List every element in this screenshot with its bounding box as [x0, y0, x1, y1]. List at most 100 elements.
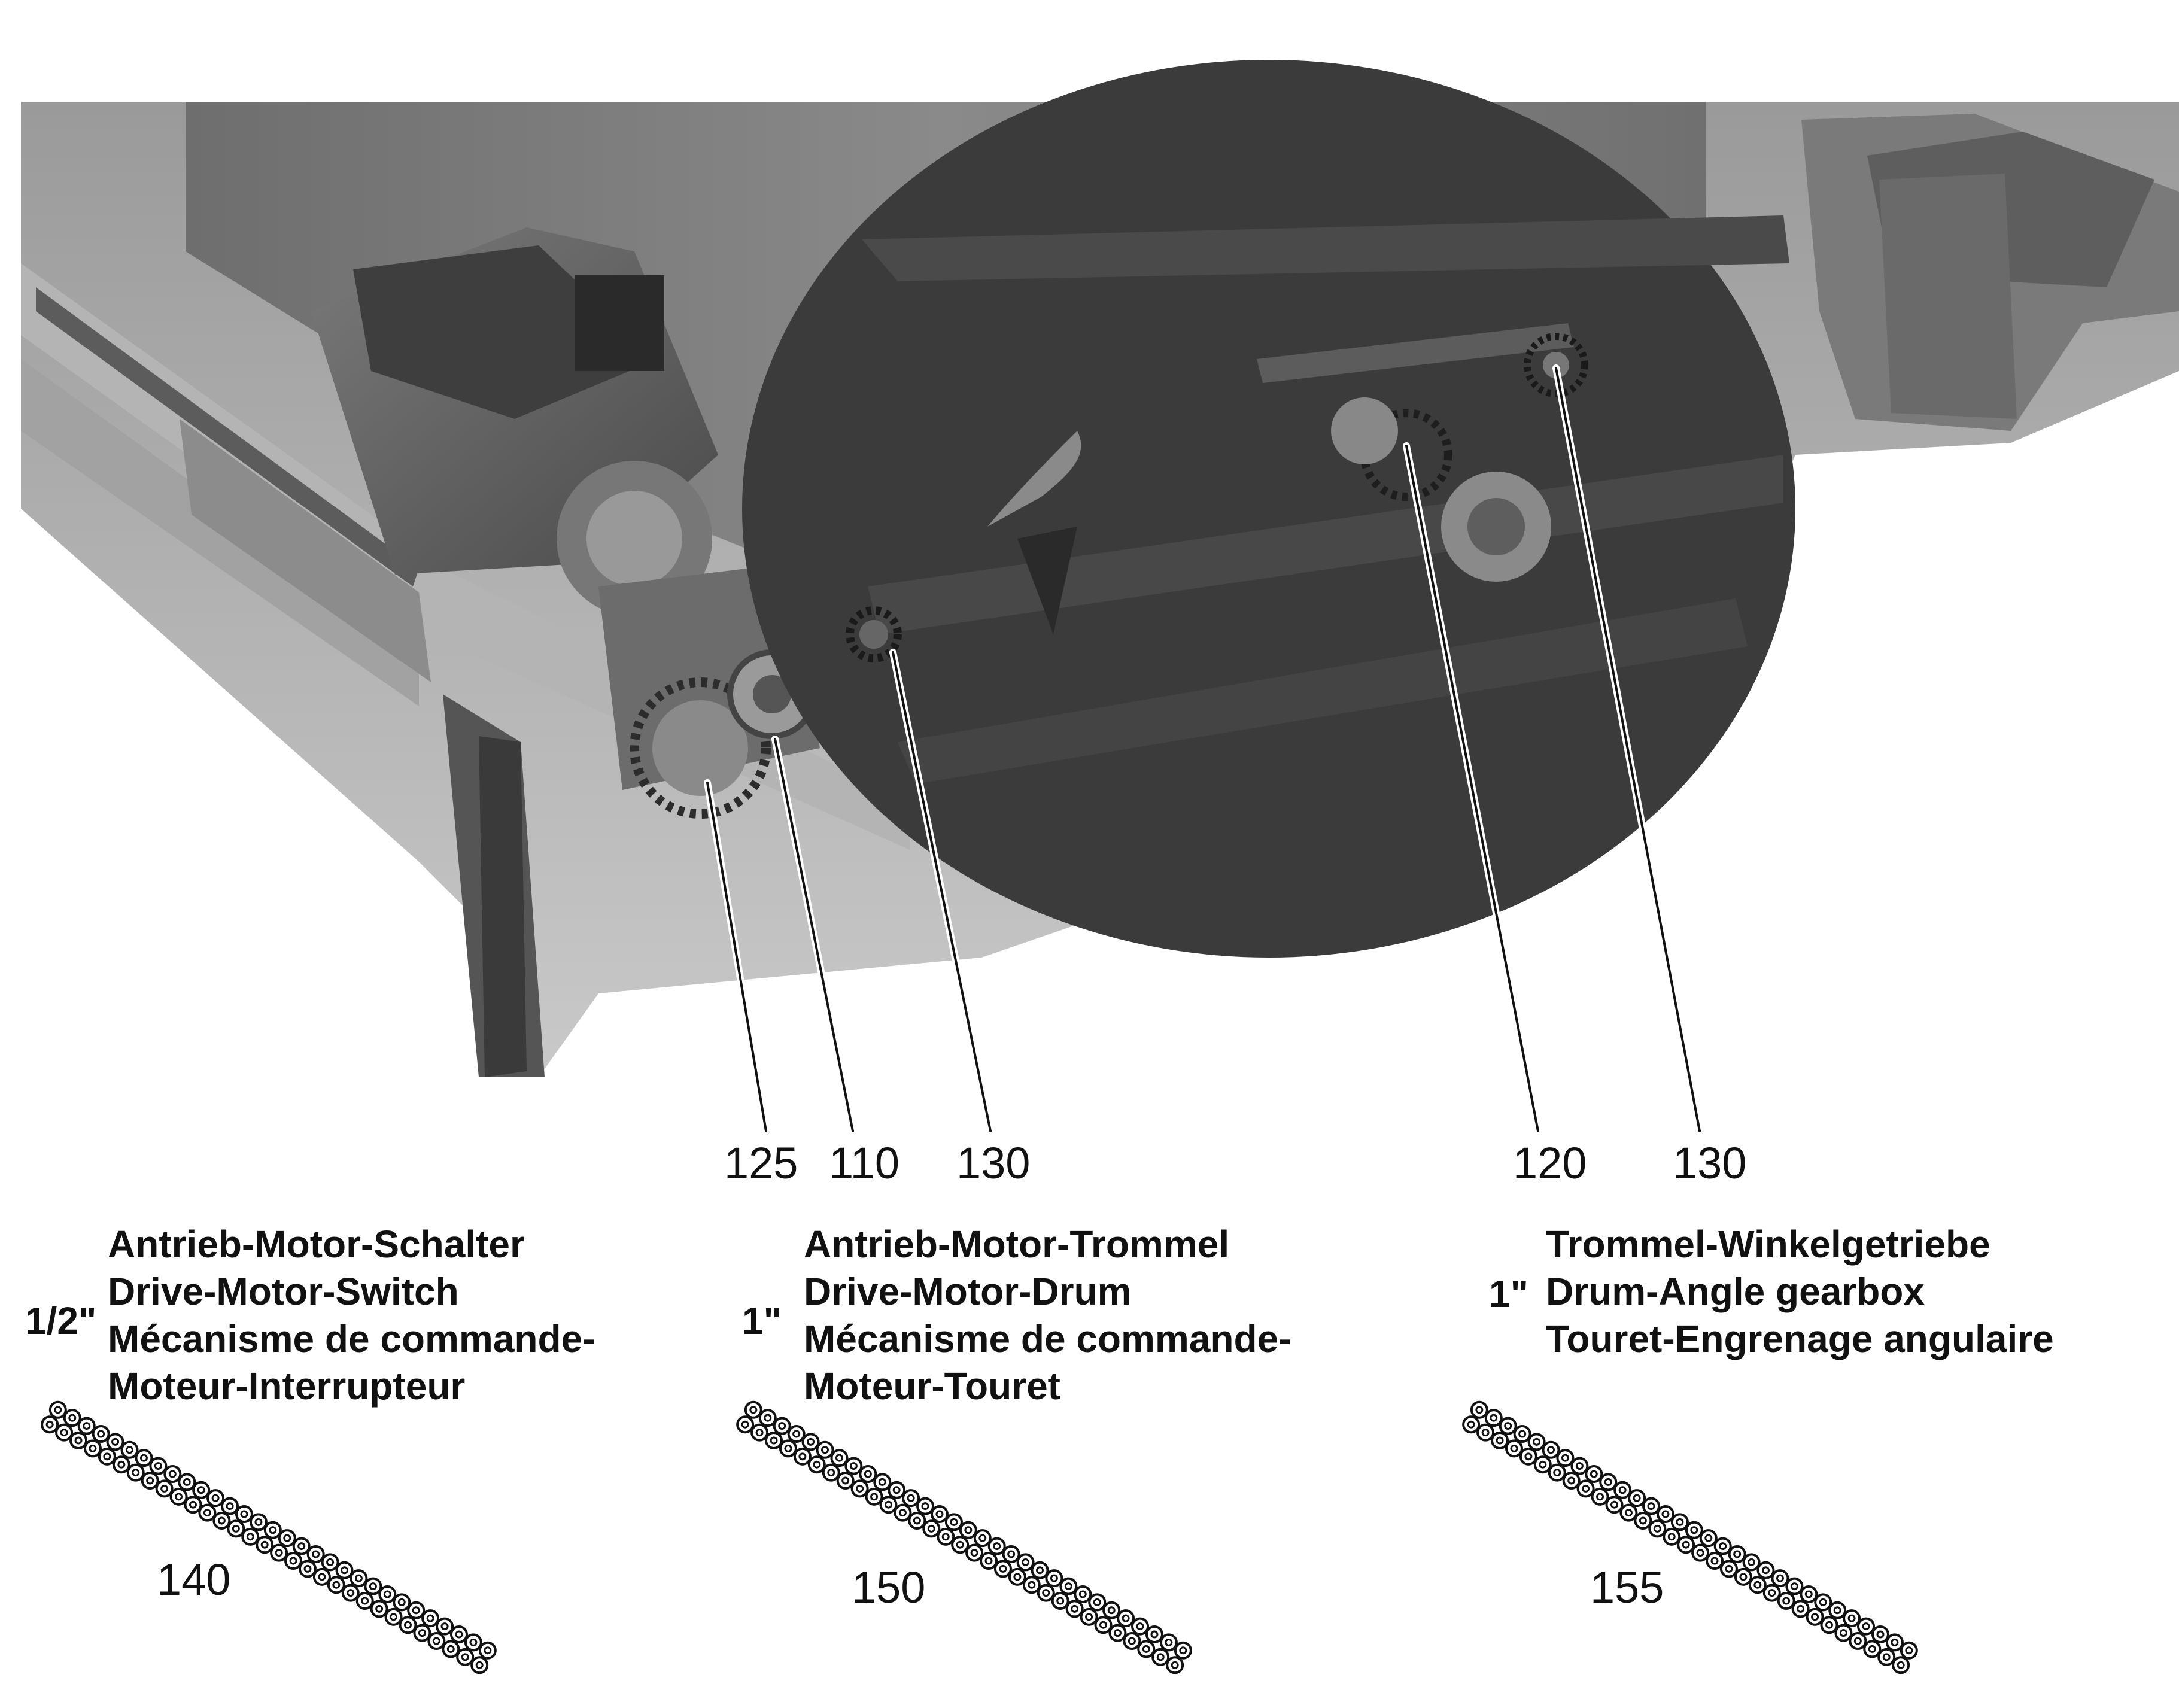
chain-pin: [132, 1469, 140, 1477]
chain-link: [77, 1417, 96, 1435]
callout-110: 110: [829, 1138, 899, 1188]
chain-pin: [1762, 1566, 1770, 1575]
chain-pin: [1748, 1558, 1756, 1566]
chain-link: [1166, 1656, 1184, 1674]
desc-line: Antrieb-Motor-Trommel: [804, 1223, 1230, 1266]
chain-link: [1843, 1609, 1861, 1628]
chain-link: [1699, 1529, 1718, 1548]
roller-chains: [41, 1400, 1918, 1674]
chain-pin: [1518, 1430, 1527, 1438]
chain-link: [135, 1449, 153, 1467]
chain-pin: [778, 1422, 786, 1430]
chain-pin: [792, 1430, 801, 1438]
chain-pin: [1078, 1590, 1087, 1598]
chain-pin: [1007, 1550, 1016, 1558]
chain-pin: [884, 1500, 892, 1509]
chain-pin: [1085, 1613, 1093, 1621]
chain-pin: [1539, 1460, 1547, 1469]
chain-description-155: Trommel-Winkelgetriebe Drum-Angle gearbo…: [1546, 1221, 2054, 1363]
chain-pin: [139, 1454, 148, 1462]
callout-125: 125: [724, 1138, 798, 1188]
chain-link: [850, 1479, 869, 1498]
chain-link: [98, 1447, 116, 1466]
chain-link: [930, 1505, 949, 1523]
chain-link: [816, 1440, 834, 1459]
chain-pin: [1575, 1462, 1584, 1470]
chain-pin: [68, 1414, 77, 1422]
chain-link: [765, 1432, 783, 1450]
chain-link: [126, 1463, 145, 1482]
chain-pin: [1596, 1493, 1604, 1501]
chain-link: [1877, 1648, 1896, 1666]
chain-pin: [807, 1437, 815, 1446]
chain-link: [1719, 1560, 1738, 1578]
chain-pin: [841, 1476, 850, 1485]
chain-pin: [397, 1598, 406, 1606]
chain-pin: [1028, 1581, 1036, 1589]
chain-link: [1542, 1440, 1560, 1459]
chain-pin: [289, 1557, 297, 1565]
chain-link: [1642, 1497, 1661, 1515]
chain-pin: [432, 1637, 440, 1645]
chain-pin: [146, 1476, 154, 1485]
chain-link: [235, 1505, 253, 1523]
chain-link: [212, 1512, 231, 1530]
chain-pin: [1013, 1573, 1022, 1581]
desc-line: Moteur-Interrupteur: [108, 1364, 466, 1408]
chain-pin: [856, 1484, 864, 1493]
chain-pin: [203, 1509, 211, 1517]
chain-pin: [798, 1452, 807, 1461]
chain-link: [312, 1567, 331, 1586]
chain-link: [370, 1600, 388, 1618]
chain-pin: [260, 1540, 269, 1549]
chain-pin: [303, 1564, 312, 1573]
chain-pin: [312, 1550, 320, 1558]
chain-link: [63, 1409, 81, 1427]
chain-link: [1814, 1593, 1832, 1612]
chain-link: [1800, 1585, 1818, 1603]
chain-pin: [97, 1430, 105, 1438]
chain-link: [1108, 1624, 1127, 1642]
chain-pin: [749, 1406, 758, 1414]
chain-pin: [1533, 1437, 1541, 1446]
chain-link: [993, 1560, 1012, 1578]
chain-link: [378, 1585, 397, 1603]
chain-link: [873, 1473, 892, 1491]
chain-pin: [741, 1420, 749, 1429]
chain-link: [1748, 1576, 1767, 1594]
desc-line: Mécanisme de commande-: [108, 1317, 595, 1360]
callout-130-left: 130: [956, 1138, 1031, 1188]
chain-pin: [1868, 1645, 1876, 1653]
chain-link: [163, 1464, 182, 1483]
chain-pin: [1128, 1637, 1136, 1645]
chain-link: [1857, 1617, 1876, 1636]
chain-link: [1513, 1424, 1531, 1443]
chain-link: [1591, 1487, 1609, 1506]
chain-link: [1828, 1601, 1847, 1619]
chain-pin: [964, 1526, 973, 1534]
chain-pin: [1690, 1526, 1698, 1534]
chain-pin: [111, 1437, 120, 1446]
chain-link: [1728, 1545, 1746, 1563]
chain-pin: [1156, 1653, 1165, 1661]
chain-link: [393, 1593, 411, 1612]
chain-link: [1663, 1527, 1681, 1546]
chain-pin: [89, 1444, 97, 1452]
chain-pin: [1710, 1557, 1719, 1565]
chain-link: [1656, 1505, 1674, 1523]
chain-pin: [1496, 1436, 1504, 1445]
chain-link: [399, 1616, 417, 1634]
chain-pin: [1768, 1589, 1776, 1597]
chain-pin: [978, 1534, 987, 1542]
chain-link: [1806, 1607, 1824, 1626]
chain-link: [1137, 1640, 1156, 1658]
chain-pin: [361, 1597, 369, 1605]
chain-pin: [1567, 1476, 1576, 1485]
chain-link: [256, 1536, 274, 1554]
chain-pin: [232, 1524, 240, 1533]
chain-link: [807, 1455, 826, 1474]
desc-line: Antrieb-Motor-Schalter: [108, 1223, 525, 1266]
chain-link: [744, 1400, 762, 1419]
chain-pin: [1113, 1629, 1122, 1637]
chain-link: [879, 1496, 898, 1514]
